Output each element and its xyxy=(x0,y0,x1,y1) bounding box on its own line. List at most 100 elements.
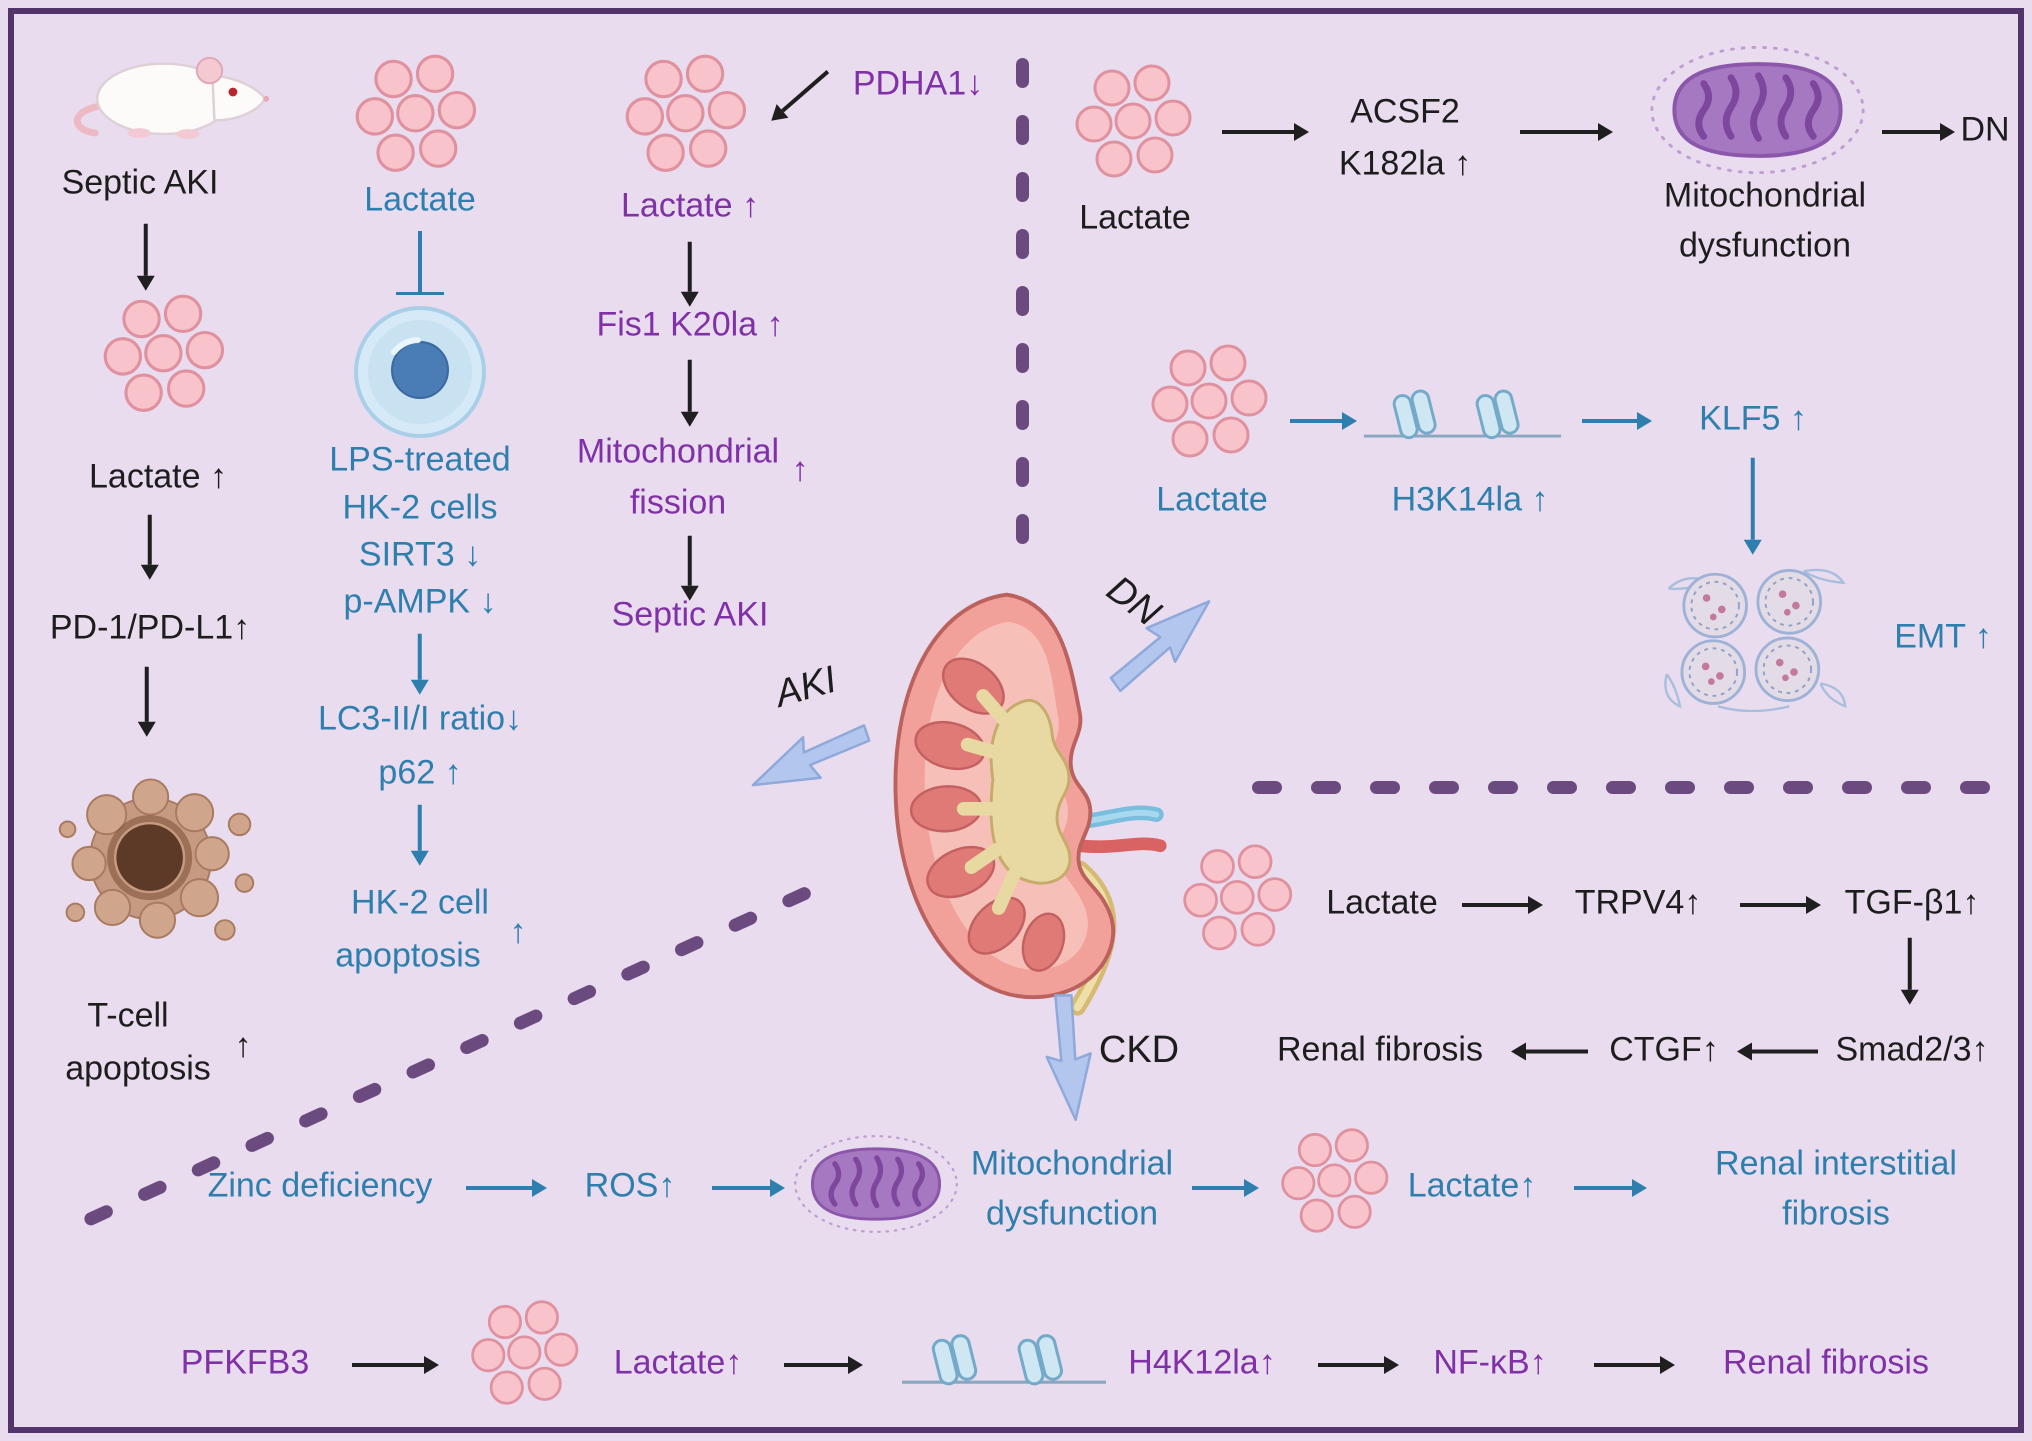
label-h3k14la: H3K14la ↑ xyxy=(1391,480,1549,519)
label-mitochondrial-dysfunction-1: Mitochondrial xyxy=(1663,176,1867,215)
label-k182la: K182la ↑ xyxy=(1338,144,1472,183)
arrow-down-icon xyxy=(688,359,692,412)
label-renal-interstitial-fibrosis-2: fibrosis xyxy=(1782,1194,1890,1233)
label-pfkfb3: PFKFB3 xyxy=(180,1343,310,1382)
arrow-right-icon xyxy=(1290,419,1342,423)
label-dn-outcome: DN xyxy=(1960,110,2010,149)
nucleosome-icon xyxy=(898,1328,1110,1398)
lactate-cluster-icon xyxy=(1072,62,1202,192)
label-p62: p62 ↑ xyxy=(378,753,462,792)
lactate-cluster-icon xyxy=(1148,342,1278,472)
dashed-divider-vertical xyxy=(1016,58,1029,544)
label-lc3-ratio: LC3-II/I ratio↓ xyxy=(317,699,523,738)
kidney-icon xyxy=(878,586,1170,1016)
lactate-cluster-icon xyxy=(1180,842,1302,964)
label-ctgf: CTGF↑ xyxy=(1609,1030,1719,1069)
arrow-right-icon xyxy=(1594,1363,1660,1367)
label-lactate-up: Lactate ↑ xyxy=(89,457,227,496)
label-mitochondrial-dysfunction-1: Mitochondrial xyxy=(970,1144,1174,1183)
label-p-ampk: p-AMPK ↓ xyxy=(343,582,497,621)
label-pdha1: PDHA1↓ xyxy=(852,64,984,103)
label-tcell-up-arrow: ↑ xyxy=(234,1026,252,1065)
label-ros: ROS↑ xyxy=(584,1166,676,1205)
label-lactate-up: Lactate ↑ xyxy=(621,186,759,225)
arrow-right-icon xyxy=(1462,903,1528,907)
apoptotic-cell-icon xyxy=(48,756,263,971)
label-renal-fibrosis: Renal fibrosis xyxy=(1277,1030,1483,1069)
lactate-cluster-icon xyxy=(1278,1126,1398,1246)
nucleosome-icon xyxy=(1360,385,1565,450)
arrow-left-icon xyxy=(1752,1050,1818,1054)
label-hk2-cell-apoptosis-2: apoptosis xyxy=(335,936,481,975)
label-lactate: Lactate xyxy=(1326,883,1438,922)
arrow-right-icon xyxy=(1520,130,1598,134)
label-tcell: T-cell xyxy=(87,996,169,1035)
label-mitochondrial-dysfunction-2: dysfunction xyxy=(986,1194,1158,1233)
dashed-divider-horizontal xyxy=(1252,781,1990,794)
arrow-right-icon xyxy=(1882,130,1940,134)
arrow-down-icon xyxy=(688,241,692,292)
label-smad23: Smad2/3↑ xyxy=(1835,1030,1989,1069)
arrow-down-icon xyxy=(148,514,152,565)
arrow-right-icon xyxy=(1318,1363,1384,1367)
arrow-right-icon xyxy=(1222,130,1294,134)
label-h4k12la: H4K12la↑ xyxy=(1128,1343,1276,1382)
arrow-down-icon xyxy=(688,535,692,586)
mouse-icon xyxy=(66,36,271,148)
arrow-right-icon xyxy=(1574,1186,1632,1190)
label-sirt3: SIRT3 ↓ xyxy=(358,535,482,574)
label-nfkb: NF-κB↑ xyxy=(1433,1343,1547,1382)
arrow-right-icon xyxy=(784,1363,848,1367)
label-klf5: KLF5 ↑ xyxy=(1699,399,1807,438)
inhibition-bar-icon xyxy=(418,231,422,295)
arrow-down-icon xyxy=(144,223,148,276)
arrow-down-left-icon xyxy=(781,70,830,113)
label-hk2-cells: HK-2 cells xyxy=(342,488,498,527)
lactate-cluster-icon xyxy=(622,52,757,187)
arrow-right-icon xyxy=(1192,1186,1244,1190)
label-acsf2: ACSF2 xyxy=(1350,92,1460,131)
label-pd1-pdl1: PD-1/PD-L1↑ xyxy=(49,608,251,647)
label-lactate: Lactate xyxy=(1079,198,1191,237)
arrow-down-icon xyxy=(418,633,422,680)
arrow-right-icon xyxy=(1740,903,1806,907)
emt-cells-icon xyxy=(1660,560,1852,712)
mitochondria-icon xyxy=(1645,36,1870,184)
big-arrow-ckd-icon xyxy=(1030,987,1110,1129)
label-renal-fibrosis: Renal fibrosis xyxy=(1723,1343,1929,1382)
label-renal-interstitial-fibrosis-1: Renal interstitial xyxy=(1715,1144,1957,1183)
arrow-down-icon xyxy=(418,804,422,851)
lactate-cluster-icon xyxy=(100,292,235,427)
lactate-cluster-icon xyxy=(352,52,487,187)
label-tcell-apoptosis: apoptosis xyxy=(65,1049,211,1088)
label-septic-aki-model: Septic AKI xyxy=(61,163,219,202)
mitochondria-icon xyxy=(790,1124,962,1244)
label-mitochondrial-fission-2: fission xyxy=(629,483,727,522)
label-lactate-up: Lactate↑ xyxy=(1407,1166,1537,1205)
label-aki: AKI xyxy=(770,658,841,716)
label-ckd: CKD xyxy=(1098,1029,1180,1072)
label-fis1-k20la: Fis1 K20la ↑ xyxy=(596,305,784,344)
label-lactate: Lactate xyxy=(1156,480,1268,519)
label-emt: EMT ↑ xyxy=(1894,617,1992,656)
big-arrow-dn-icon xyxy=(1091,573,1233,712)
label-hk2-cell-apoptosis-1: HK-2 cell xyxy=(351,883,489,922)
arrow-right-icon xyxy=(712,1186,770,1190)
arrow-right-icon xyxy=(466,1186,532,1190)
arrow-down-icon xyxy=(1908,937,1912,990)
label-septic-aki-outcome: Septic AKI xyxy=(611,595,769,634)
arrow-down-icon xyxy=(1751,457,1755,540)
label-lactate: Lactate xyxy=(364,180,476,219)
label-tgfb1: TGF-β1↑ xyxy=(1844,883,1980,922)
arrow-down-icon xyxy=(145,666,149,722)
hk2-cell-icon xyxy=(350,302,490,442)
label-fission-up-arrow: ↑ xyxy=(791,450,809,489)
lactate-cluster-icon xyxy=(468,1298,588,1418)
arrow-right-icon xyxy=(352,1363,424,1367)
label-zinc-deficiency: Zinc deficiency xyxy=(207,1166,433,1205)
label-trpv4: TRPV4↑ xyxy=(1574,883,1702,922)
arrow-left-icon xyxy=(1526,1050,1588,1054)
label-mitochondrial-fission-1: Mitochondrial xyxy=(576,432,780,471)
label-lps-treated: LPS-treated xyxy=(329,440,511,479)
